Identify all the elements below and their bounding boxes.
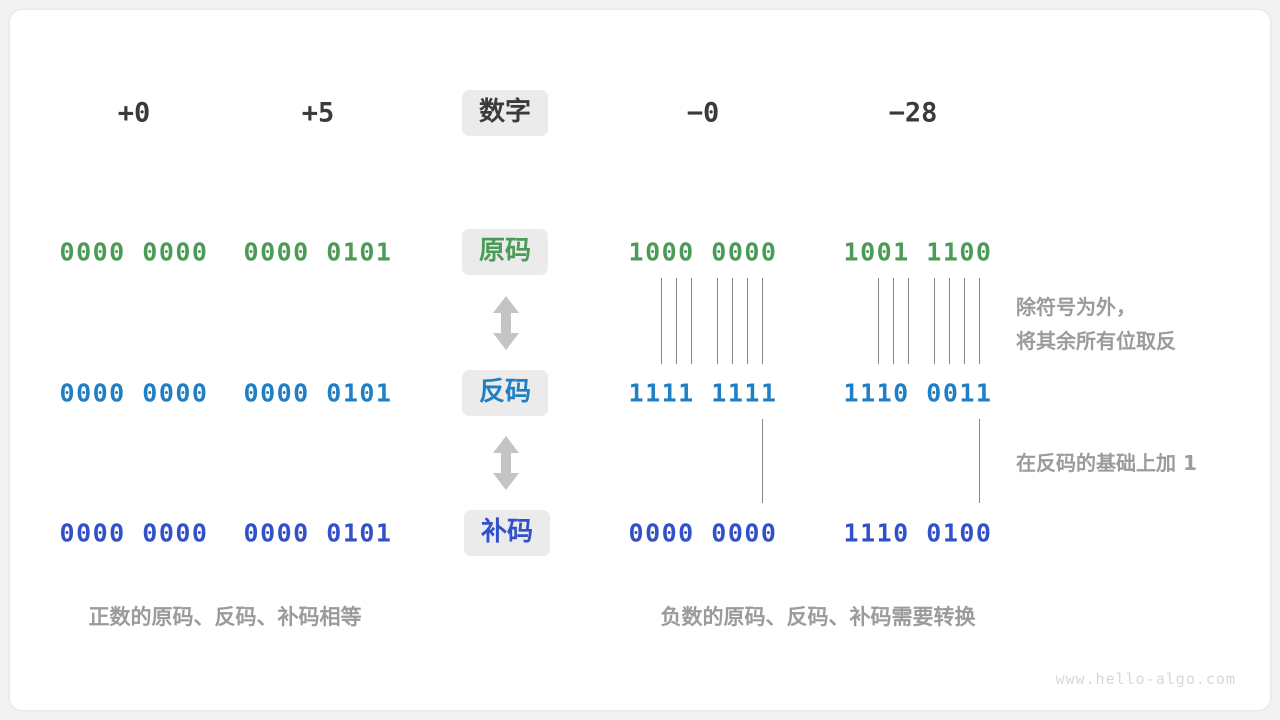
annotation-add-one: 在反码的基础上加 1 [1016,446,1197,480]
ones-complement-value-plus-zero: 0000 0000 [59,378,209,408]
connector-line [908,278,909,364]
column-header-plus-zero: +0 [117,97,151,129]
annotation-invert-line2: 将其余所有位取反 [1016,329,1176,353]
ones-complement-value-plus-five: 0000 0101 [243,378,393,408]
connector-line [979,419,980,503]
twos-complement-value-minus-twentyeight: 1110 0100 [843,518,993,548]
connector-line [661,278,662,364]
sign-magnitude-value-minus-zero: 1000 0000 [628,237,778,267]
connector-line [762,419,763,503]
connector-line [934,278,935,364]
caption-negative: 负数的原码、反码、补码需要转换 [660,605,976,629]
annotation-add-one-line1: 在反码的基础上加 1 [1016,451,1197,475]
connector-line [732,278,733,364]
connector-line [964,278,965,364]
connector-line [676,278,677,364]
connector-line [747,278,748,364]
row-label-ones-complement: 反码 [461,370,549,416]
sign-magnitude-value-plus-five: 0000 0101 [243,237,393,267]
column-header-minus-twentyeight: −28 [888,97,938,129]
sign-magnitude-value-minus-twentyeight: 1001 1100 [843,237,993,267]
twos-complement-value-plus-zero: 0000 0000 [59,518,209,548]
connector-line [762,278,763,364]
diagram-card: +0 +5 数字 −0 −28 0000 0000 0000 0101 原码 1… [10,10,1270,710]
annotation-invert-bits: 除符号为外， 将其余所有位取反 [1016,290,1176,358]
connector-line [979,278,980,364]
connector-line [878,278,879,364]
connector-line [893,278,894,364]
site-watermark: www.hello-algo.com [1055,670,1236,688]
ones-complement-value-minus-twentyeight: 1110 0011 [843,378,993,408]
column-header-plus-five: +5 [301,97,335,129]
annotation-invert-line1: 除符号为外， [1016,295,1136,319]
column-header-minus-zero: −0 [686,97,720,129]
caption-positive: 正数的原码、反码、补码相等 [88,605,362,629]
sign-magnitude-value-plus-zero: 0000 0000 [59,237,209,267]
connector-line [949,278,950,364]
row-label-sign-magnitude: 原码 [461,229,549,275]
twos-complement-value-plus-five: 0000 0101 [243,518,393,548]
twos-complement-value-minus-zero: 0000 0000 [628,518,778,548]
arrow-up-down-icon-top [489,294,523,352]
arrow-up-down-icon-bottom [489,434,523,492]
row-label-number: 数字 [461,90,549,136]
ones-complement-value-minus-zero: 1111 1111 [628,378,778,408]
connector-line [717,278,718,364]
row-label-twos-complement: 补码 [463,510,551,556]
connector-line [691,278,692,364]
